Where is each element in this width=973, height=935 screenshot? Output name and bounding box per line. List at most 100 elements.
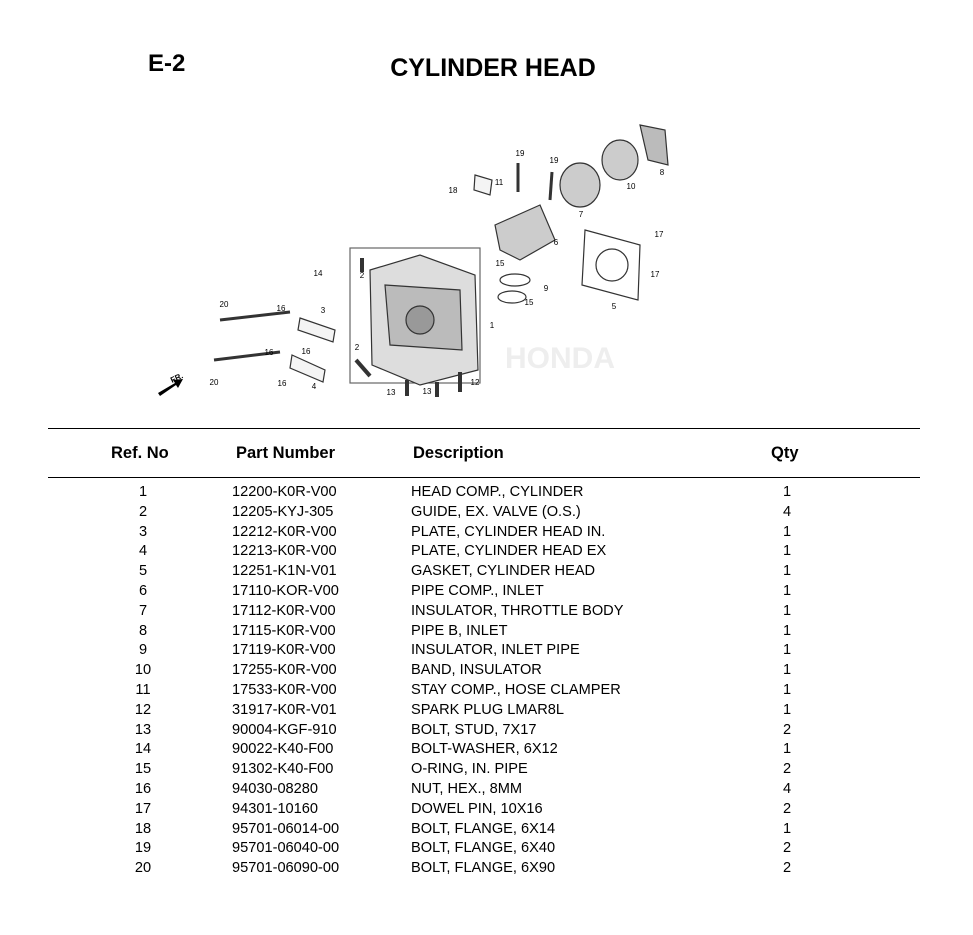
callout-label: 11 bbox=[495, 178, 504, 187]
ref-no: 2 bbox=[138, 503, 148, 520]
quantity: 1 bbox=[782, 543, 792, 560]
table-header-rule bbox=[48, 477, 920, 478]
callout-label: 16 bbox=[277, 304, 286, 313]
callout-label: 19 bbox=[516, 149, 525, 158]
ref-no: 8 bbox=[138, 622, 148, 639]
ref-no: 20 bbox=[134, 860, 152, 877]
ref-no: 10 bbox=[134, 662, 152, 679]
part-number: 31917-K0R-V01 bbox=[232, 701, 337, 718]
description: BOLT, STUD, 7X17 bbox=[411, 721, 537, 738]
description: INSULATOR, INLET PIPE bbox=[411, 642, 580, 659]
table-top-rule bbox=[48, 428, 920, 429]
callout-label: 16 bbox=[278, 379, 287, 388]
ref-no: 14 bbox=[134, 741, 152, 758]
part-number: 17110-KOR-V00 bbox=[232, 582, 339, 599]
quantity: 1 bbox=[782, 701, 792, 718]
callout-label: 13 bbox=[423, 387, 432, 396]
ref-no: 1 bbox=[138, 484, 148, 500]
quantity: 1 bbox=[782, 820, 792, 837]
part-number: 95701-06090-00 bbox=[232, 860, 340, 877]
description: DOWEL PIN, 10X16 bbox=[411, 800, 543, 817]
callout-label: 13 bbox=[387, 388, 396, 397]
description: BOLT, FLANGE, 6X40 bbox=[411, 840, 556, 857]
description: PIPE B, INLET bbox=[411, 622, 508, 639]
callout-label: 18 bbox=[449, 186, 458, 195]
ref-no: 3 bbox=[138, 523, 148, 540]
part-number: 12251-K1N-V01 bbox=[232, 563, 337, 580]
quantity: 2 bbox=[782, 721, 792, 738]
ref-no: 11 bbox=[135, 681, 151, 698]
description: PIPE COMP., INLET bbox=[411, 582, 544, 599]
description: SPARK PLUG LMAR8L bbox=[411, 701, 565, 718]
part-number: 12205-KYJ-305 bbox=[232, 503, 334, 520]
callout-label: 8 bbox=[660, 168, 665, 177]
ref-no: 16 bbox=[134, 780, 152, 797]
description: BOLT-WASHER, 6X12 bbox=[411, 741, 558, 758]
quantity: 1 bbox=[782, 563, 792, 580]
table-row: 5 12251-K1N-V01 GASKET, CYLINDER HEAD 1 bbox=[0, 562, 973, 582]
description: GUIDE, EX. VALVE (O.S.) bbox=[411, 503, 581, 520]
table-row: 20 95701-06090-00 BOLT, FLANGE, 6X90 2 bbox=[0, 859, 973, 879]
honda-watermark: HONDA bbox=[505, 342, 615, 375]
quantity: 2 bbox=[782, 860, 792, 877]
part-number: 12200-K0R-V00 bbox=[232, 484, 337, 500]
col-header-qty: Qty bbox=[771, 444, 799, 462]
quantity: 1 bbox=[782, 662, 792, 679]
quantity: 1 bbox=[782, 681, 792, 698]
quantity: 4 bbox=[782, 780, 792, 797]
description: BOLT, FLANGE, 6X90 bbox=[411, 860, 556, 877]
description: INSULATOR, THROTTLE BODY bbox=[411, 602, 624, 619]
quantity: 2 bbox=[782, 761, 792, 778]
quantity: 1 bbox=[782, 582, 792, 599]
callout-label: 16 bbox=[302, 347, 311, 356]
front-direction-arrow: FR. bbox=[158, 371, 185, 396]
callout-label: 19 bbox=[550, 156, 559, 165]
part-number: 12213-K0R-V00 bbox=[232, 543, 337, 560]
ref-no: 12 bbox=[134, 701, 152, 718]
description: GASKET, CYLINDER HEAD bbox=[411, 563, 596, 580]
callout-label: 1 bbox=[490, 321, 495, 330]
part-number: 95701-06040-00 bbox=[232, 840, 340, 857]
callout-label: 7 bbox=[579, 210, 584, 219]
callout-label: 9 bbox=[544, 284, 549, 293]
callout-label: 17 bbox=[655, 230, 664, 239]
parts-drawing bbox=[213, 124, 669, 397]
quantity: 2 bbox=[782, 840, 792, 857]
part-number: 94030-08280 bbox=[232, 780, 319, 797]
ref-no: 13 bbox=[134, 721, 152, 738]
callout-label: 15 bbox=[525, 298, 534, 307]
callout-label: 2 bbox=[360, 271, 365, 280]
description: STAY COMP., HOSE CLAMPER bbox=[411, 681, 621, 698]
col-header-ref: Ref. No bbox=[111, 444, 169, 462]
part-number: 17255-K0R-V00 bbox=[232, 662, 337, 679]
page-title: CYLINDER HEAD bbox=[390, 54, 596, 82]
callout-label: 4 bbox=[312, 382, 317, 391]
table-row: 12 31917-K0R-V01 SPARK PLUG LMAR8L 1 bbox=[0, 701, 973, 721]
callout-label: 14 bbox=[314, 269, 323, 278]
callout-label: 16 bbox=[265, 348, 274, 357]
part-number: 17115-K0R-V00 bbox=[232, 622, 336, 639]
callout-label: 20 bbox=[220, 300, 229, 309]
part-number: 94301-10160 bbox=[232, 800, 319, 817]
front-label: FR. bbox=[169, 371, 184, 385]
section-code: E-2 bbox=[148, 50, 186, 77]
ref-no: 15 bbox=[134, 761, 152, 778]
ref-no: 5 bbox=[138, 563, 148, 580]
description: HEAD COMP., CYLINDER bbox=[411, 484, 584, 500]
callout-label: 10 bbox=[627, 182, 636, 191]
ref-no: 18 bbox=[134, 820, 152, 837]
ref-no: 17 bbox=[134, 800, 152, 817]
